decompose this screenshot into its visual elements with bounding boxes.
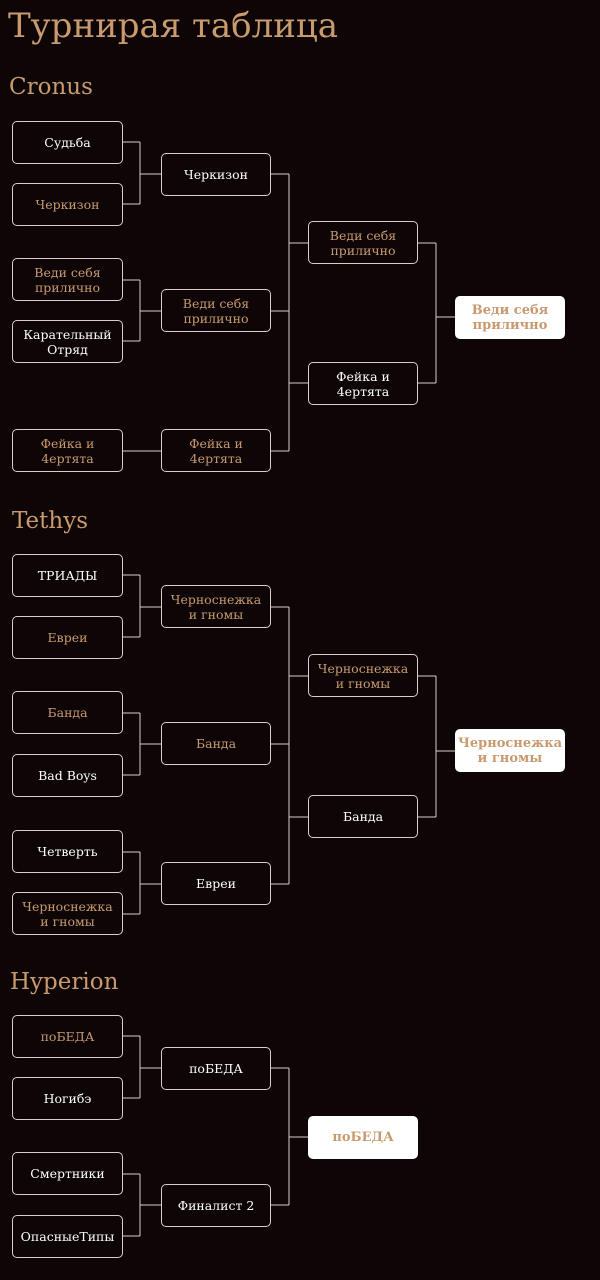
team-box[interactable]: поБЕДА — [12, 1015, 123, 1058]
team-box[interactable]: Фейка и 4ертята — [161, 429, 271, 472]
team-box[interactable]: Фейка и 4ертята — [308, 362, 418, 405]
page-title: Турнирая таблица — [8, 6, 339, 46]
team-box[interactable]: Черкизон — [161, 153, 271, 196]
team-box[interactable]: Смертники — [12, 1152, 123, 1195]
group-title-hyperion: Hyperion — [10, 969, 119, 995]
team-box[interactable]: Судьба — [12, 121, 123, 164]
team-box[interactable]: Банда — [12, 691, 123, 734]
group-title-cronus: Cronus — [9, 74, 93, 100]
group-title-tethys: Tethys — [12, 508, 89, 534]
team-box[interactable]: ОпасныеТипы — [12, 1215, 123, 1258]
team-box[interactable]: поБЕДА — [161, 1047, 271, 1090]
team-box[interactable]: Банда — [161, 722, 271, 765]
team-box[interactable]: Евреи — [12, 616, 123, 659]
team-box[interactable]: Банда — [308, 795, 418, 838]
team-box[interactable]: Евреи — [161, 862, 271, 905]
team-box[interactable]: Фейка и 4ертята — [12, 429, 123, 472]
team-box[interactable]: Черкизон — [12, 183, 123, 226]
team-box[interactable]: Финалист 2 — [161, 1184, 271, 1227]
champion-box[interactable]: поБЕДА — [308, 1116, 418, 1159]
team-box[interactable]: Ногибэ — [12, 1077, 123, 1120]
team-box[interactable]: ТРИАДЫ — [12, 554, 123, 597]
team-box[interactable]: Четверть — [12, 830, 123, 873]
team-box[interactable]: Bad Boys — [12, 754, 123, 797]
